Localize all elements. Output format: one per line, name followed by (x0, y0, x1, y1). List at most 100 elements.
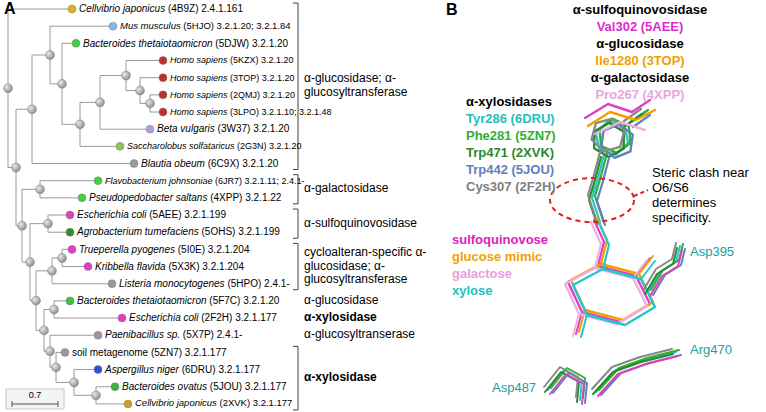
tree-node-dot (68, 5, 76, 13)
group-label: α-glucosidase; α-glucosyltransferase (304, 72, 434, 100)
tree-node-dot (26, 258, 35, 267)
tree-node-dot (108, 280, 116, 288)
residue-stick (573, 314, 579, 336)
leaf-label: Trueperella pyogenes (5I0E) 3.2.1.204 (79, 244, 250, 256)
group-label: α-xylosidase (304, 371, 377, 385)
tree-node-dot (28, 105, 37, 114)
tree-node-dot (72, 39, 80, 47)
tree-node-dot (32, 296, 41, 305)
group-bracket (293, 346, 298, 410)
tree-node-dot (61, 348, 69, 356)
residue-stick (550, 374, 584, 404)
tree-branch (40, 180, 98, 181)
tree-node-dot (94, 366, 102, 374)
tree-node-dot (48, 266, 57, 275)
residue-label: Ile1280 (3TOP) (595, 54, 684, 69)
structure-overlay (544, 100, 685, 404)
residue-stick (581, 315, 587, 337)
residue-stick (588, 152, 600, 219)
tree-node-dot (159, 91, 167, 99)
leaf-label: Cellvibrio japonicus (4B9Z) 2.4.1.161 (79, 3, 243, 15)
residue-label: Arg470 (690, 343, 732, 358)
panel-letter: B (446, 1, 458, 19)
residue-stick (644, 243, 676, 289)
tree-node-dot (122, 71, 131, 80)
residue-stick (598, 356, 678, 396)
scale-bar (6, 389, 64, 409)
annotation-note: Steric clash near O6/S6 determines speci… (652, 166, 752, 226)
residue-label: Asp395 (690, 245, 734, 260)
tree-node-dot (109, 22, 117, 30)
tree-node-dot (66, 228, 74, 236)
tree-node-dot (18, 221, 27, 230)
tree-branch (100, 129, 150, 130)
tree-branch (126, 60, 163, 61)
tree-node-dot (76, 120, 85, 129)
tree-node-dot (92, 391, 101, 400)
leaf-label: Bacteroides thetaiotaomicron (5F7C) 3.2.… (77, 295, 279, 307)
leaf-label: Cellvibrio japonicus (2XVK) 3.2.1.177 (135, 398, 292, 409)
tree-node-dot (40, 326, 49, 335)
leaf-label: Escherichia coli (2F2H) 3.2.1.177 (129, 312, 277, 324)
tree-node-dot (44, 219, 53, 228)
tree-node-dot (50, 305, 59, 314)
leaf-label: Beta vulgaris (3W37) 3.2.1.20 (157, 123, 289, 135)
residue-stick (597, 158, 609, 225)
scale-tick (12, 401, 13, 407)
tree-node-dot (124, 400, 132, 408)
leaf-label: Escherichia coli (5AEE) 3.2.1.199 (77, 209, 226, 221)
residue-label: Val302 (5AEE) (597, 20, 684, 35)
tree-node-dot (146, 125, 154, 133)
tree-branch (8, 9, 72, 10)
leaf-label: Kribbella flavida (5X3K) 3.2.1.204 (95, 261, 244, 273)
tree-node-dot (146, 99, 155, 108)
enzyme-label: α-sulfoquinovosidase (573, 3, 707, 18)
residue-stick (641, 261, 655, 279)
leaf-label: Blautia obeum (6C9X) 3.2.1.20 (141, 158, 278, 170)
leaf-label: Flavobacterium johnsoniae (6JR7) 3.2.1.1… (105, 176, 304, 186)
scale-line (12, 403, 58, 404)
tree-node-dot (36, 185, 45, 194)
phylogenetic-tree (4, 5, 168, 408)
residue-stick (591, 222, 601, 268)
enzyme-label: α-xylosidases (466, 95, 552, 110)
tree-branch (52, 283, 112, 284)
enzyme-label: α-glucosidase (596, 37, 683, 52)
group-label: α-xylosidase (304, 311, 377, 325)
tree-node-dot (111, 383, 119, 391)
leaf-label: Listeria monocytogenes (5HPO) 2.4.1- (119, 278, 290, 290)
tree-node-dot (130, 160, 138, 168)
tree-branch (50, 26, 113, 27)
group-bracket (293, 209, 298, 238)
group-label: α-galactosidase (304, 182, 388, 196)
tree-node-dot (12, 163, 21, 172)
tree-branch (80, 146, 120, 147)
scale-label: 0.7 (29, 390, 42, 400)
tree-node-dot (58, 79, 67, 88)
residue-label: Phe281 (5ZN7) (466, 129, 556, 144)
tree-branch (96, 403, 128, 404)
tree-node-dot (96, 98, 105, 107)
residue-label: Trp442 (5JOU) (466, 163, 554, 178)
tree-node-dot (118, 314, 126, 322)
tree-branch (50, 335, 98, 336)
panel-letter: A (4, 0, 16, 18)
residue-stick (599, 223, 609, 269)
group-bracket (293, 243, 298, 289)
tree-branch (40, 197, 82, 198)
tree-node-dot (159, 57, 167, 65)
ligand-label: galactose (452, 267, 512, 282)
tree-node-dot (78, 194, 86, 202)
tree-branch (54, 318, 122, 319)
scale-box (6, 389, 64, 409)
residue-stick (601, 355, 681, 395)
residue-label: Cys307 (2F2H) (466, 180, 556, 195)
tree-node-dot (84, 263, 92, 271)
leaf-label: Bacteroides ovatus (5JOU) 3.2.1.177 (122, 381, 287, 393)
group-brackets (293, 3, 298, 410)
leaf-label: Mus musculus (5HJO) 3.2.1.20; 3.2.1.84 (120, 21, 291, 32)
residue-label: Trp471 (2XVK) (466, 146, 554, 161)
scale-tick (58, 401, 59, 407)
clash-pointer (634, 190, 648, 196)
